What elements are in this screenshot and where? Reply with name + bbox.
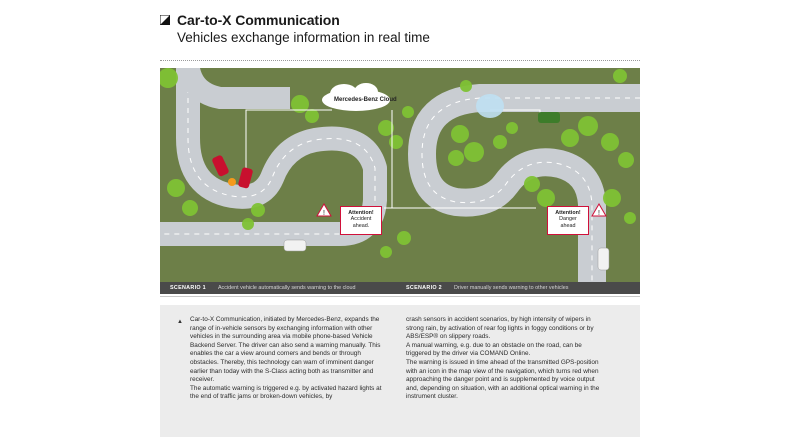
- header-divider: [160, 60, 640, 61]
- scenario-map: ! ! Mercedes-Benz Cloud Attention! Accid…: [160, 68, 640, 282]
- col1-paragraph-2: The automatic warning is triggered e.g. …: [190, 384, 382, 401]
- callout-accident-title: Attention!: [348, 210, 374, 216]
- callout-danger-line2: ahead: [560, 222, 576, 229]
- description-column-1: Car-to-X Communication, initiated by Mer…: [190, 316, 386, 402]
- col1-paragraph-1: Car-to-X Communication, initiated by Mer…: [190, 316, 381, 384]
- road-scenario-1: [160, 68, 387, 246]
- svg-text:!: !: [598, 210, 600, 217]
- callout-accident-line1: Accident: [350, 216, 372, 223]
- bar-divider: [160, 296, 640, 297]
- scenario-2: SCENARIO 2 Driver manually sends warning …: [406, 285, 568, 291]
- callout-danger: Attention! Danger ahead: [547, 206, 589, 235]
- scenario-1: SCENARIO 1 Accident vehicle automatically…: [170, 285, 356, 291]
- callout-accident-line2: ahead.: [352, 222, 370, 229]
- description-box: ▲ Car-to-X Communication, initiated by M…: [160, 305, 640, 437]
- map-illustration: ! !: [160, 68, 640, 282]
- svg-text:!: !: [323, 210, 325, 217]
- title-triangle-icon: [160, 15, 170, 25]
- scenario-2-caption: Driver manually sends warning to other v…: [453, 285, 569, 291]
- scenario-1-caption: Accident vehicle automatically sends war…: [217, 285, 356, 291]
- page-title: Car-to-X Communication: [177, 12, 340, 28]
- cloud-icon: [322, 83, 390, 111]
- signal-bubble: [476, 94, 504, 118]
- scenario-1-label: SCENARIO 1: [170, 285, 206, 291]
- callout-danger-title: Attention!: [555, 210, 581, 216]
- callout-danger-line1: Danger: [559, 216, 577, 223]
- accident-car-icon: [212, 155, 253, 189]
- scenario-bar: SCENARIO 1 Accident vehicle automatically…: [160, 282, 640, 294]
- col2-paragraph-3: The warning is issued in time ahead of t…: [406, 358, 600, 401]
- header: Car-to-X Communication Vehicles exchange…: [160, 12, 640, 45]
- bullet-triangle-icon: ▲: [177, 319, 183, 325]
- trees: [160, 68, 636, 258]
- cloud-label: Mercedes-Benz Cloud: [334, 97, 397, 103]
- warning-triangle-icon: ! !: [316, 203, 607, 217]
- scenario-2-label: SCENARIO 2: [406, 285, 442, 291]
- col2-paragraph-2: A manual warning, e.g. due to an obstacl…: [406, 341, 582, 358]
- col2-paragraph-1: crash sensors in accident scenarios, by …: [406, 316, 594, 341]
- car-icon: [283, 112, 610, 271]
- title-row: Car-to-X Communication: [160, 12, 640, 28]
- callout-accident: Attention! Accident ahead.: [340, 206, 382, 235]
- page-subtitle: Vehicles exchange information in real ti…: [177, 30, 430, 45]
- description-column-2: crash sensors in accident scenarios, by …: [406, 316, 602, 402]
